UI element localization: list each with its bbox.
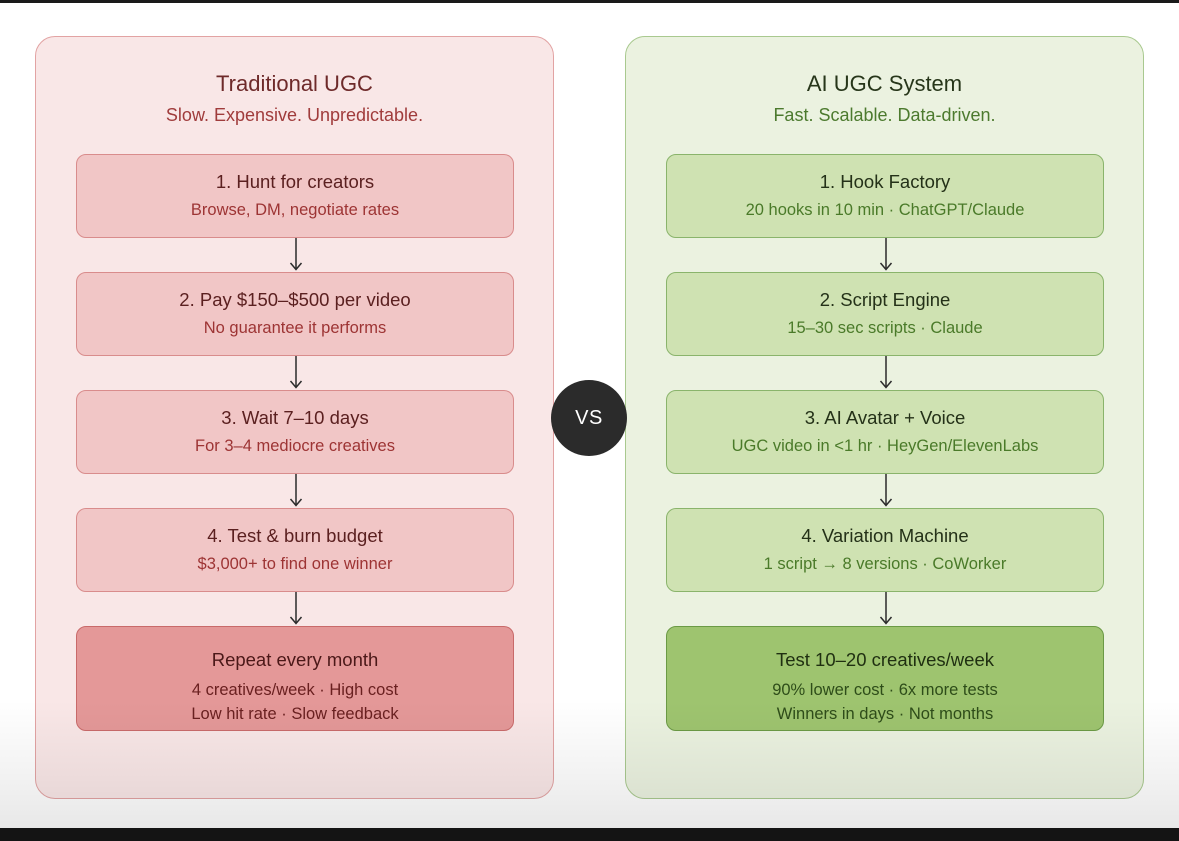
outcome-line-2: Low hit rate · Slow feedback [191,705,399,723]
ai-ugc-title: AI UGC System [806,71,963,96]
ai-step-3: 3. AI Avatar + Voice UGC video in <1 hr … [666,390,1104,474]
arrow-down-icon [879,474,893,507]
step-title: 3. Wait 7–10 days [221,407,369,428]
step-title: 3. AI Avatar + Voice [804,407,966,428]
outcome-line-1: 4 creatives/week · High cost [191,681,399,699]
traditional-ugc-panel: Traditional UGC Slow. Expensive. Unpredi… [35,36,554,799]
top-border [0,0,1179,3]
traditional-step-1: 1. Hunt for creators Browse, DM, negotia… [76,154,514,238]
bottom-border [0,828,1179,841]
step-description: No guarantee it performs [203,319,387,337]
step-description: 20 hooks in 10 min · ChatGPT/Claude [745,201,1025,219]
traditional-step-4: 4. Test & burn budget $3,000+ to find on… [76,508,514,592]
ai-step-1: 1. Hook Factory 20 hooks in 10 min · Cha… [666,154,1104,238]
arrow-down-icon [879,238,893,271]
traditional-step-3: 3. Wait 7–10 days For 3–4 mediocre creat… [76,390,514,474]
traditional-outcome: Repeat every month 4 creatives/week · Hi… [76,626,514,731]
ai-outcome: Test 10–20 creatives/week 90% lower cost… [666,626,1104,731]
arrow-down-icon [289,474,303,507]
step-title: 4. Test & burn budget [207,525,383,546]
outcome-line-1: 90% lower cost · 6x more tests [772,681,998,699]
step-description: Browse, DM, negotiate rates [190,201,400,219]
step-title: 4. Variation Machine [801,525,969,546]
arrow-down-icon [289,356,303,389]
step-title: 2. Pay $150–$500 per video [179,289,411,310]
arrow-down-icon [879,592,893,625]
outcome-line-2: Winners in days · Not months [776,705,994,723]
step-title: 2. Script Engine [819,289,951,310]
ai-ugc-subtitle: Fast. Scalable. Data-driven. [773,105,996,125]
step-description: $3,000+ to find one winner [197,555,393,573]
vs-label: VS [575,406,603,429]
step-description: 15–30 sec scripts · Claude [787,319,983,337]
step-description: For 3–4 mediocre creatives [195,437,395,455]
traditional-step-2: 2. Pay $150–$500 per video No guarantee … [76,272,514,356]
arrow-down-icon [289,592,303,625]
step-title: 1. Hook Factory [819,171,951,192]
ai-step-2: 2. Script Engine 15–30 sec scripts · Cla… [666,272,1104,356]
step-description: 1 script → 8 versions · CoWorker [763,555,1007,573]
ai-ugc-panel: AI UGC System Fast. Scalable. Data-drive… [625,36,1144,799]
traditional-ugc-subtitle: Slow. Expensive. Unpredictable. [165,105,424,125]
outcome-title: Test 10–20 creatives/week [775,649,994,670]
vs-badge: VS [551,380,627,456]
step-title: 1. Hunt for creators [215,171,375,192]
arrow-down-icon [879,356,893,389]
traditional-ugc-title: Traditional UGC [216,71,373,96]
step-description: UGC video in <1 hr · HeyGen/ElevenLabs [731,437,1039,455]
ai-step-4: 4. Variation Machine 1 script → 8 versio… [666,508,1104,592]
outcome-title: Repeat every month [211,649,379,670]
arrow-down-icon [289,238,303,271]
